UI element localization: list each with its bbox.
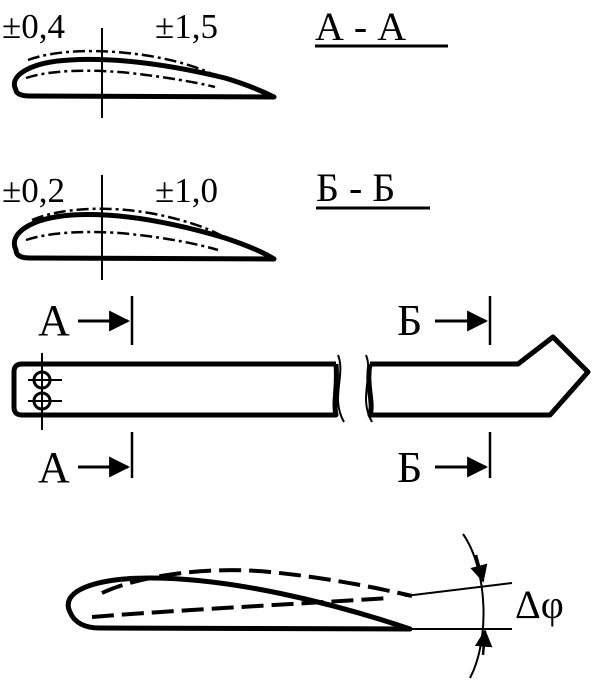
- airfoil-bb-nominal: [11, 212, 277, 262]
- airfoil-aa-nominal: [11, 56, 277, 100]
- mounting-holes: [28, 353, 62, 430]
- airfoil-aa-lower-tolerance: [25, 69, 216, 89]
- section-aa: ±0,4 ±1,5 А - А: [2, 4, 448, 118]
- twist-airfoil-rotated: [101, 568, 413, 598]
- section-bb-title: Б - Б: [316, 165, 395, 210]
- twist-angle-arrow-top: [470, 554, 488, 583]
- twist-reference-line-upper: [404, 582, 513, 597]
- cut-b-top-label: Б: [397, 296, 422, 345]
- airfoil-aa-upper-tolerance: [27, 49, 223, 82]
- twist-angle-label: Δφ: [515, 582, 564, 627]
- airfoil-bb-upper-tolerance: [31, 207, 226, 240]
- cut-a-bottom-label: А: [38, 443, 70, 492]
- cut-a-top: А: [38, 296, 134, 345]
- airfoil-bb-lower-tolerance: [25, 230, 219, 252]
- cut-a-bottom: А: [38, 432, 134, 492]
- twist-airfoil-nominal: [65, 575, 413, 632]
- section-aa-tolerance-right: ±1,5: [155, 7, 218, 46]
- blade-tip-segment: [366, 334, 591, 418]
- section-aa-title: А - А: [315, 4, 406, 49]
- blade-plan-view: А А Б Б: [11, 296, 591, 492]
- cut-a-top-label: А: [38, 296, 70, 345]
- section-bb-tolerance-left: ±0,2: [2, 171, 65, 210]
- break-line-left: [337, 354, 345, 423]
- twist-angle-arc: [462, 533, 485, 679]
- cut-b-bottom-label: Б: [397, 443, 422, 492]
- twist-airfoil-rotated-lower: [91, 596, 391, 619]
- section-bb-tolerance-right: ±1,0: [155, 171, 218, 210]
- twist-diagram: Δφ: [65, 533, 564, 679]
- cut-b-top: Б: [397, 296, 492, 345]
- break-line-right: [365, 354, 373, 423]
- twist-angle-arrow-bottom: [474, 629, 493, 656]
- section-bb: ±0,2 ±1,0 Б - Б: [2, 165, 430, 280]
- section-aa-tolerance-left: ±0,4: [2, 7, 65, 46]
- cut-b-bottom: Б: [397, 432, 492, 492]
- blade-root-segment: [11, 361, 339, 418]
